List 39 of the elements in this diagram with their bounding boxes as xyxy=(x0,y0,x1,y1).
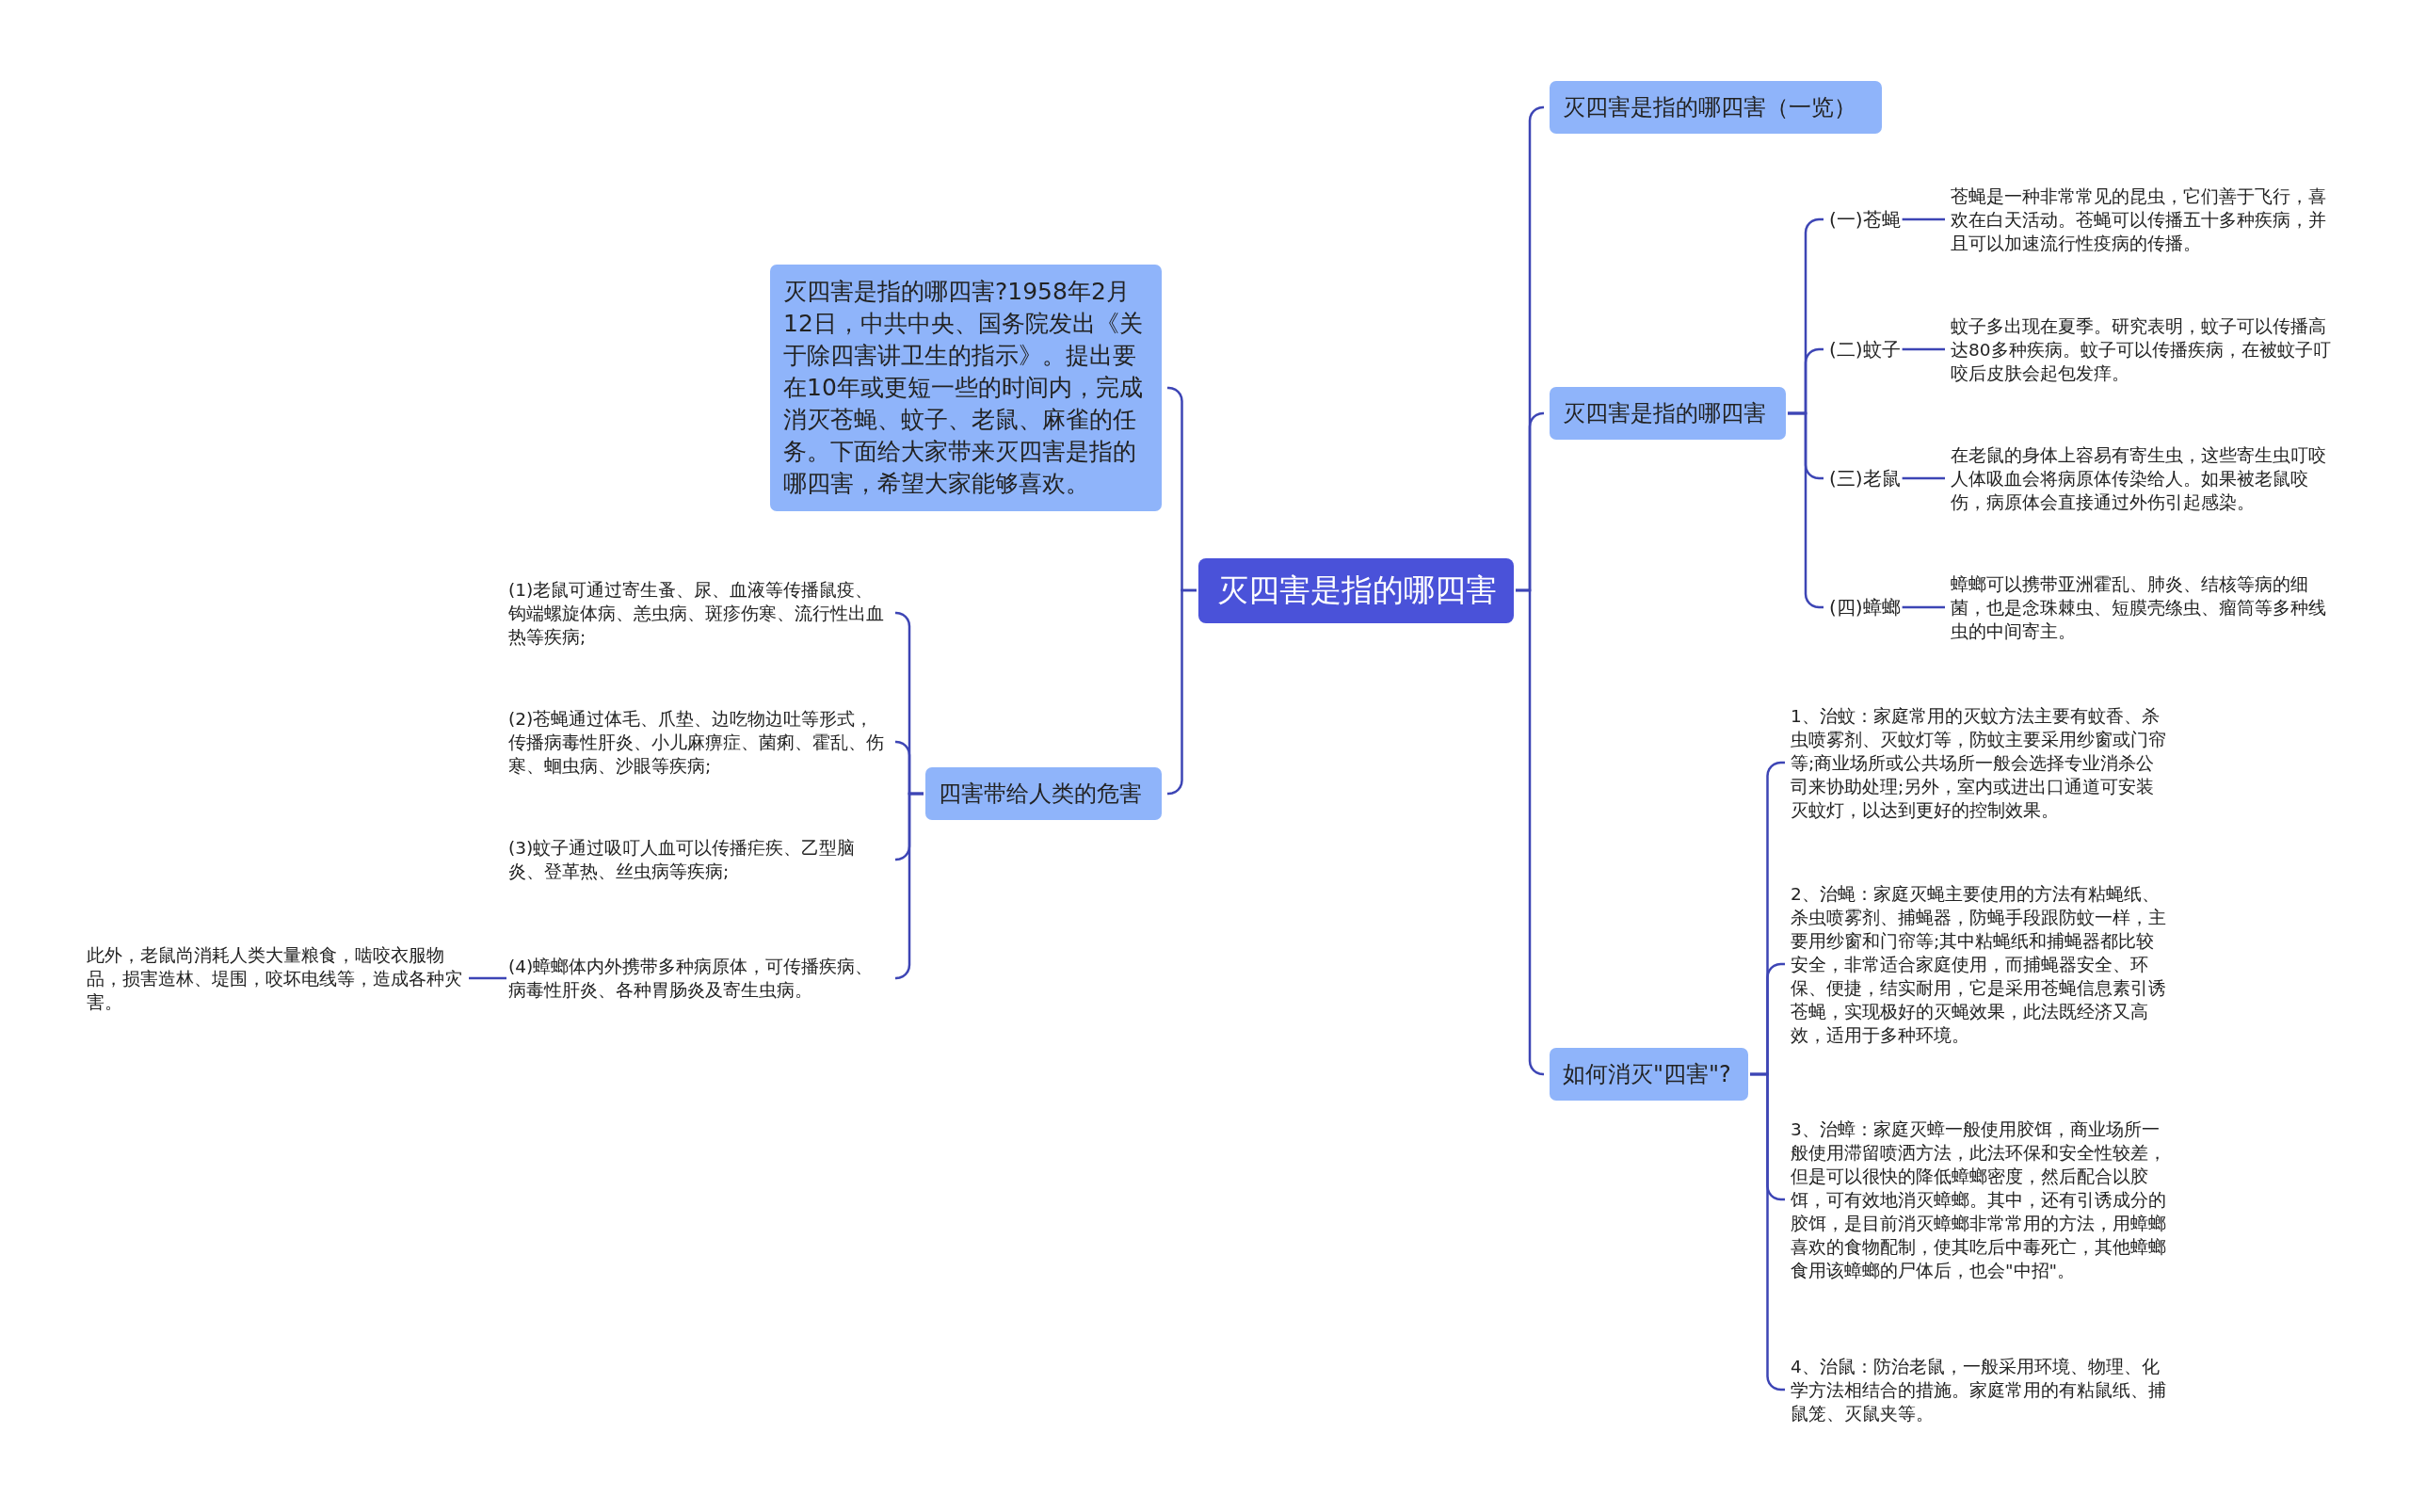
central-topic-label: 灭四害是指的哪四害 xyxy=(1217,570,1495,610)
connector-line xyxy=(1788,411,1824,609)
topic-box xyxy=(1550,1048,1748,1101)
note-text: 2、治蝇：家庭灭蝇主要使用的方法有粘蝇纸、杀虫喷雾剂、捕蝇器，防蝇手段跟防蚊一样，主要用纱窗和门帘等;其中粘蝇纸和捕蝇器都比较安全，非常适合家庭使用，而捕蝇器安全、环保、便捷，结实耐用，它是采用苍蝇信息素引诱苍蝇，实现极好的灭蝇效果，此法既经济又高效，适用于多种环境。 xyxy=(1791,881,2172,1047)
subtopic-label: (一)苍蝇 xyxy=(1829,204,1901,234)
intro-box xyxy=(770,265,1162,511)
connector-line xyxy=(894,792,924,980)
connector-line xyxy=(1902,605,1945,609)
note-text: 蚊子多出现在夏季。研究表明，蚊子可以传播高达80多种疾病。蚊子可以传播疾病，在被蚊子叮咬后皮肤会起包发痒。 xyxy=(1951,314,2337,385)
note-text: (4)蟑螂体内外携带多种病原体，可传播疾病、病毒性肝炎、各种胃肠炎及寄生虫病。 xyxy=(508,955,890,1002)
subtopic-label: (四)蟑螂 xyxy=(1829,592,1901,622)
connector-line xyxy=(1902,217,1945,221)
topic-label: 四害带给人类的危害 xyxy=(939,780,1143,809)
note-text: 在老鼠的身体上容易有寄生虫，这些寄生虫叮咬人体吸血会将病原体传染给人。如果被老鼠咬伤，病原体会直接通过外伤引起感染。 xyxy=(1951,442,2337,514)
note-text: 3、治蟑：家庭灭蟑一般使用胶饵，商业场所一般使用滞留喷洒方法，此法环保和安全性较差，但是可以很快的降低蟑螂密度，然后配合以胶饵，可有效地消灭蟑螂。其中，还有引诱成分的胶饵，是目前消灭蟑螂非常常用的方法，用蟑螂喜欢的食物配制，使其吃后中毒死亡，其他蟑螂食用该蟑螂的尸体后，也会"中招"。 xyxy=(1791,1117,2172,1282)
note-text: (1)老鼠可通过寄生蚤、尿、血液等传播鼠疫、钩端螺旋体病、恙虫病、斑疹伤寒、流行性出血热等疾病; xyxy=(508,577,890,649)
note-text: (2)苍蝇通过体毛、爪垫、边吃物边吐等形式，传播病毒性肝炎、小儿麻痹症、菌痢、霍乱、伤寒、蛔虫病、沙眼等疾病; xyxy=(508,706,890,778)
topic-label: 灭四害是指的哪四害 xyxy=(1563,399,1767,428)
note-text: (3)蚊子通过吸叮人血可以传播疟疾、乙型脑炎、登革热、丝虫病等疾病; xyxy=(508,836,890,883)
topic-box xyxy=(925,767,1162,820)
connector-line xyxy=(1516,588,1545,1076)
intro-text: 灭四害是指的哪四害?1958年2月12日，中共中央、国务院发出《关于除四害讲卫生的指示》。提出要在10年或更短一些的时间内，完成消灭苍蝇、蚊子、老鼠、麻雀的任务。下面给大家带来灭四害是指的哪四害，希望大家能够喜欢。 xyxy=(783,277,1144,499)
connector-line xyxy=(469,976,506,980)
subtopic-label: (二)蚊子 xyxy=(1829,334,1901,364)
topic-box xyxy=(1550,387,1786,440)
central-topic-box xyxy=(1198,557,1514,623)
topic-label: 如何消灭"四害"? xyxy=(1563,1060,1732,1089)
connector-line xyxy=(1902,347,1945,351)
topic-label: 灭四害是指的哪四害（一览） xyxy=(1563,93,1857,122)
connector-line xyxy=(1750,1072,1785,1391)
connector-line xyxy=(1902,476,1945,480)
connector-line xyxy=(1166,588,1197,796)
topic-box xyxy=(1550,81,1882,134)
subtopic-label: (三)老鼠 xyxy=(1829,463,1901,493)
note-text: 苍蝇是一种非常常见的昆虫，它们善于飞行，喜欢在白天活动。苍蝇可以传播五十多种疾病，并且可以加速流行性疫病的传播。 xyxy=(1951,184,2337,255)
note-text: 蟑螂可以携带亚洲霍乱、肺炎、结核等病的细菌，也是念珠棘虫、短膜壳绦虫、瘤筒等多种线虫的中间寄主。 xyxy=(1951,571,2337,643)
note-text: 1、治蚊：家庭常用的灭蚊方法主要有蚊香、杀虫喷雾剂、灭蚊灯等，防蚊主要采用纱窗或门帘等;商业场所或公共场所一般会选择专业消杀公司来协助处理;另外，室内或进出口通道可安装灭蚊灯，以达到更好的控制效果。 xyxy=(1791,703,2172,822)
note-text: 4、治鼠：防治老鼠，一般采用环境、物理、化学方法相结合的措施。家庭常用的有粘鼠纸、捕鼠笼、灭鼠夹等。 xyxy=(1791,1354,2172,1425)
note-text: 此外，老鼠尚消耗人类大量粮食，啮咬衣服物品，损害造林、堤围，咬坏电线等，造成各种灾害。 xyxy=(87,942,463,1014)
